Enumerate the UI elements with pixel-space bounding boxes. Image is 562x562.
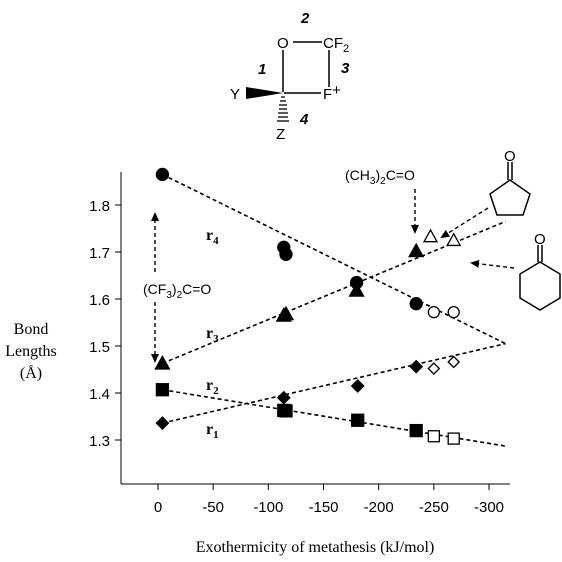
marker-r1-filled [155,383,170,397]
marker-r1-filled [409,423,423,438]
y-tick-label: 1.8 [89,198,110,215]
molecule-structure: O CF2 F+ Y Z 1 2 3 4 [230,10,350,143]
marker-r1-filled [279,404,293,418]
x-ticks: 0 -50 -100 -150 -200 -250 -300 [154,484,504,516]
cyclopentanone-structure [489,162,531,216]
acetone-annotation: (CH3)2C=O [345,167,415,187]
bond-label-3: 3 [341,60,350,77]
marker-r2-filled [409,359,424,374]
marker-r3-filled [408,242,425,258]
x-tick-label: -50 [202,499,224,516]
x-tick-label: -100 [253,499,283,516]
series-label-r2: r2 [206,377,219,397]
marker-r4-filled [155,167,170,182]
bond-label-2: 2 [300,10,310,27]
y-axis-label-line-2: Lengths [5,343,57,360]
atom-y-label: Y [230,86,240,103]
marker-r3-open [446,232,462,247]
marker-r2-filled [155,416,170,430]
y-tick-label: 1.7 [89,245,110,262]
marker-r4-open [447,306,460,319]
trend-line-r2 [162,342,506,424]
atom-z-label: Z [276,126,285,143]
bond-label-4: 4 [299,111,309,128]
x-tick-label: 0 [154,499,162,516]
marker-r3-filled [277,305,295,321]
marker-r2-open [427,362,441,375]
y-tick-label: 1.4 [89,386,110,403]
series-label-r4: r4 [206,227,219,247]
wedge-bond-y [246,87,283,99]
x-tick-label: -250 [419,499,449,516]
series-label-r3: r3 [206,325,219,345]
atom-o-label: O [277,35,289,52]
marker-r2-filled [350,379,365,393]
x-tick-label: -200 [364,499,394,516]
data-markers [154,167,462,445]
y-axis-label-line-3: (Å) [20,364,42,382]
series-label-r1: r1 [206,421,219,441]
cyclopentanone-oxygen: O [504,148,516,165]
x-axis-label: Exothermicity of metathesis (kJ/mol) [196,539,435,556]
cyclohexanone-oxygen: O [534,231,546,248]
hfa-annotation: (CF3)2C=O [143,281,211,301]
marker-r4-filled [409,297,423,311]
cyclohexanone-structure [519,245,561,311]
marker-r3-filled [154,355,171,370]
marker-r1-open [447,432,460,445]
trend-line-r4 [162,173,506,345]
marker-r2-filled [276,390,291,405]
chart-axes [120,172,510,485]
atom-cf2-label: CF2 [323,35,349,55]
marker-r3-open [422,228,439,243]
y-ticks: 1.3 1.4 1.5 1.6 1.7 1.8 [89,198,121,450]
y-tick-label: 1.6 [89,292,110,309]
marker-r2-open [447,355,461,369]
cyclopentanone-arrow [440,207,489,239]
marker-r3-filled [348,282,365,297]
marker-r1-filled [351,413,365,427]
marker-r1-open [427,430,440,443]
marker-r4-filled [279,247,293,262]
bond-label-1: 1 [258,61,266,78]
marker-r4-open [427,306,440,319]
y-axis-label-line-1: Bond [14,321,49,338]
x-tick-label: -150 [308,499,338,516]
y-tick-label: 1.5 [89,339,110,356]
cyclohexanone-arrow [470,259,515,269]
y-tick-label: 1.3 [89,433,110,450]
atom-f-label: F+ [323,82,341,103]
x-tick-label: -300 [474,499,504,516]
annotation-arrows [151,189,515,363]
hashed-bond-z [277,96,289,122]
